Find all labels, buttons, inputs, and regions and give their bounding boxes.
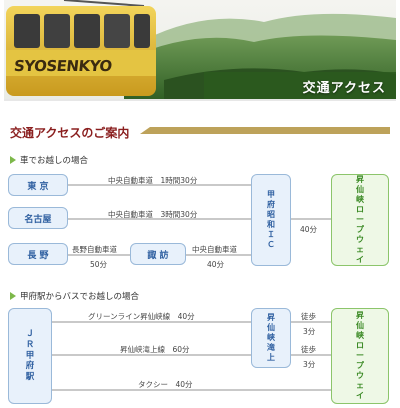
page-title: 交通アクセスのご案内 [10, 126, 130, 140]
ropeway-name-char: 峡 [356, 331, 364, 340]
route-line [291, 354, 331, 356]
ic-name-char: Ｉ [267, 230, 275, 239]
ic-name-char: 甲 [267, 190, 275, 199]
section-title-car: 車でお越しの場合 [10, 154, 88, 166]
ropeway-name-char: プ [356, 361, 364, 370]
ropeway-name-char: ェ [356, 245, 364, 254]
route-label-ic-time: 40分 [300, 225, 318, 234]
origin-tokyo: 東 京 [8, 174, 68, 196]
route-line [52, 321, 251, 323]
station-name-char: Ｒ [25, 340, 35, 351]
stop-name-char: 上 [267, 353, 275, 362]
ropeway-name-char: 仙 [356, 321, 364, 330]
header-banner: SYOSENKYO 交通アクセス [4, 0, 396, 101]
stop-name-char: 昇 [267, 313, 275, 322]
route-line [186, 254, 251, 256]
route-line [68, 218, 251, 220]
route-label-suwa-time: 40分 [207, 260, 225, 269]
route-line [52, 354, 251, 356]
banner-title: 交通アクセス [302, 81, 386, 96]
ropeway-name-char: イ [356, 255, 364, 264]
station-name-char: 駅 [25, 371, 35, 382]
brand-logo: SYOSENKYO [13, 57, 113, 75]
ropeway-name-char: イ [356, 391, 364, 400]
walk2-label: 徒歩 [301, 345, 316, 354]
walk1-label: 徒歩 [301, 312, 316, 321]
route-label-nagoya: 中央自動車道 3時間30分 [108, 210, 198, 219]
stop-name-char: 滝 [267, 343, 275, 352]
route-label-suwa-hwy: 中央自動車道 [192, 245, 237, 254]
route-label-taxi: タクシー 40分 [138, 380, 193, 389]
dest-ropeway-car: 昇仙峡ロープウェイ [331, 174, 389, 266]
ic-name-char: 府 [267, 200, 275, 209]
heading-rule-tip [140, 127, 150, 134]
route-label-nagano-time: 50分 [90, 260, 108, 269]
stop-name-char: 仙 [267, 323, 275, 332]
route-label-nagano-hwy: 長野自動車道 [72, 245, 117, 254]
ic-name-char: 昭 [267, 210, 275, 219]
bullet-triangle-icon [10, 292, 16, 300]
route-line [291, 218, 331, 220]
ropeway-name-char: ー [356, 215, 364, 224]
ropeway-name-char: 仙 [356, 185, 364, 194]
route-line [52, 389, 331, 391]
ropeway-name-char: ロ [356, 205, 364, 214]
ropeway-name-char: ェ [356, 381, 364, 390]
ropeway-name-char: ー [356, 351, 364, 360]
banner-photo [4, 0, 396, 99]
walk2-time: 3分 [303, 360, 316, 369]
route-label-green-line: グリーンライン昇仙峡線 40分 [88, 312, 195, 321]
ropeway-name-char: ロ [356, 341, 364, 350]
route-line [68, 254, 130, 256]
ropeway-name-char: 昇 [356, 175, 364, 184]
station-name-char: Ｊ [25, 329, 35, 340]
route-line [291, 321, 331, 323]
via-suwa: 諏 訪 [130, 243, 186, 265]
heading-rule [150, 127, 390, 134]
route-label-takiue-line: 昇仙峡滝上線 60分 [120, 345, 190, 354]
bullet-triangle-icon [10, 156, 16, 164]
origin-nagoya: 名古屋 [8, 207, 68, 229]
stop-name-char: 峡 [267, 333, 275, 342]
ic-name-char: Ｃ [267, 240, 275, 249]
stop-shosenkyo-takiue: 昇仙峡滝上 [251, 308, 291, 368]
ropeway-name-char: ウ [356, 235, 364, 244]
station-name-char: 甲 [25, 350, 35, 361]
dest-ropeway-bus: 昇仙峡ロープウェイ [331, 308, 389, 404]
station-name-char: 府 [25, 361, 35, 372]
walk1-time: 3分 [303, 327, 316, 336]
ropeway-name-char: 峡 [356, 195, 364, 204]
origin-nagano: 長 野 [8, 243, 68, 265]
ic-name-char: 和 [267, 220, 275, 229]
ropeway-name-char: ウ [356, 371, 364, 380]
route-line [68, 184, 251, 186]
route-label-tokyo: 中央自動車道 1時間30分 [108, 176, 198, 185]
ropeway-name-char: 昇 [356, 311, 364, 320]
ropeway-name-char: プ [356, 225, 364, 234]
section-title-bus: 甲府駅からバスでお越しの場合 [10, 290, 139, 302]
